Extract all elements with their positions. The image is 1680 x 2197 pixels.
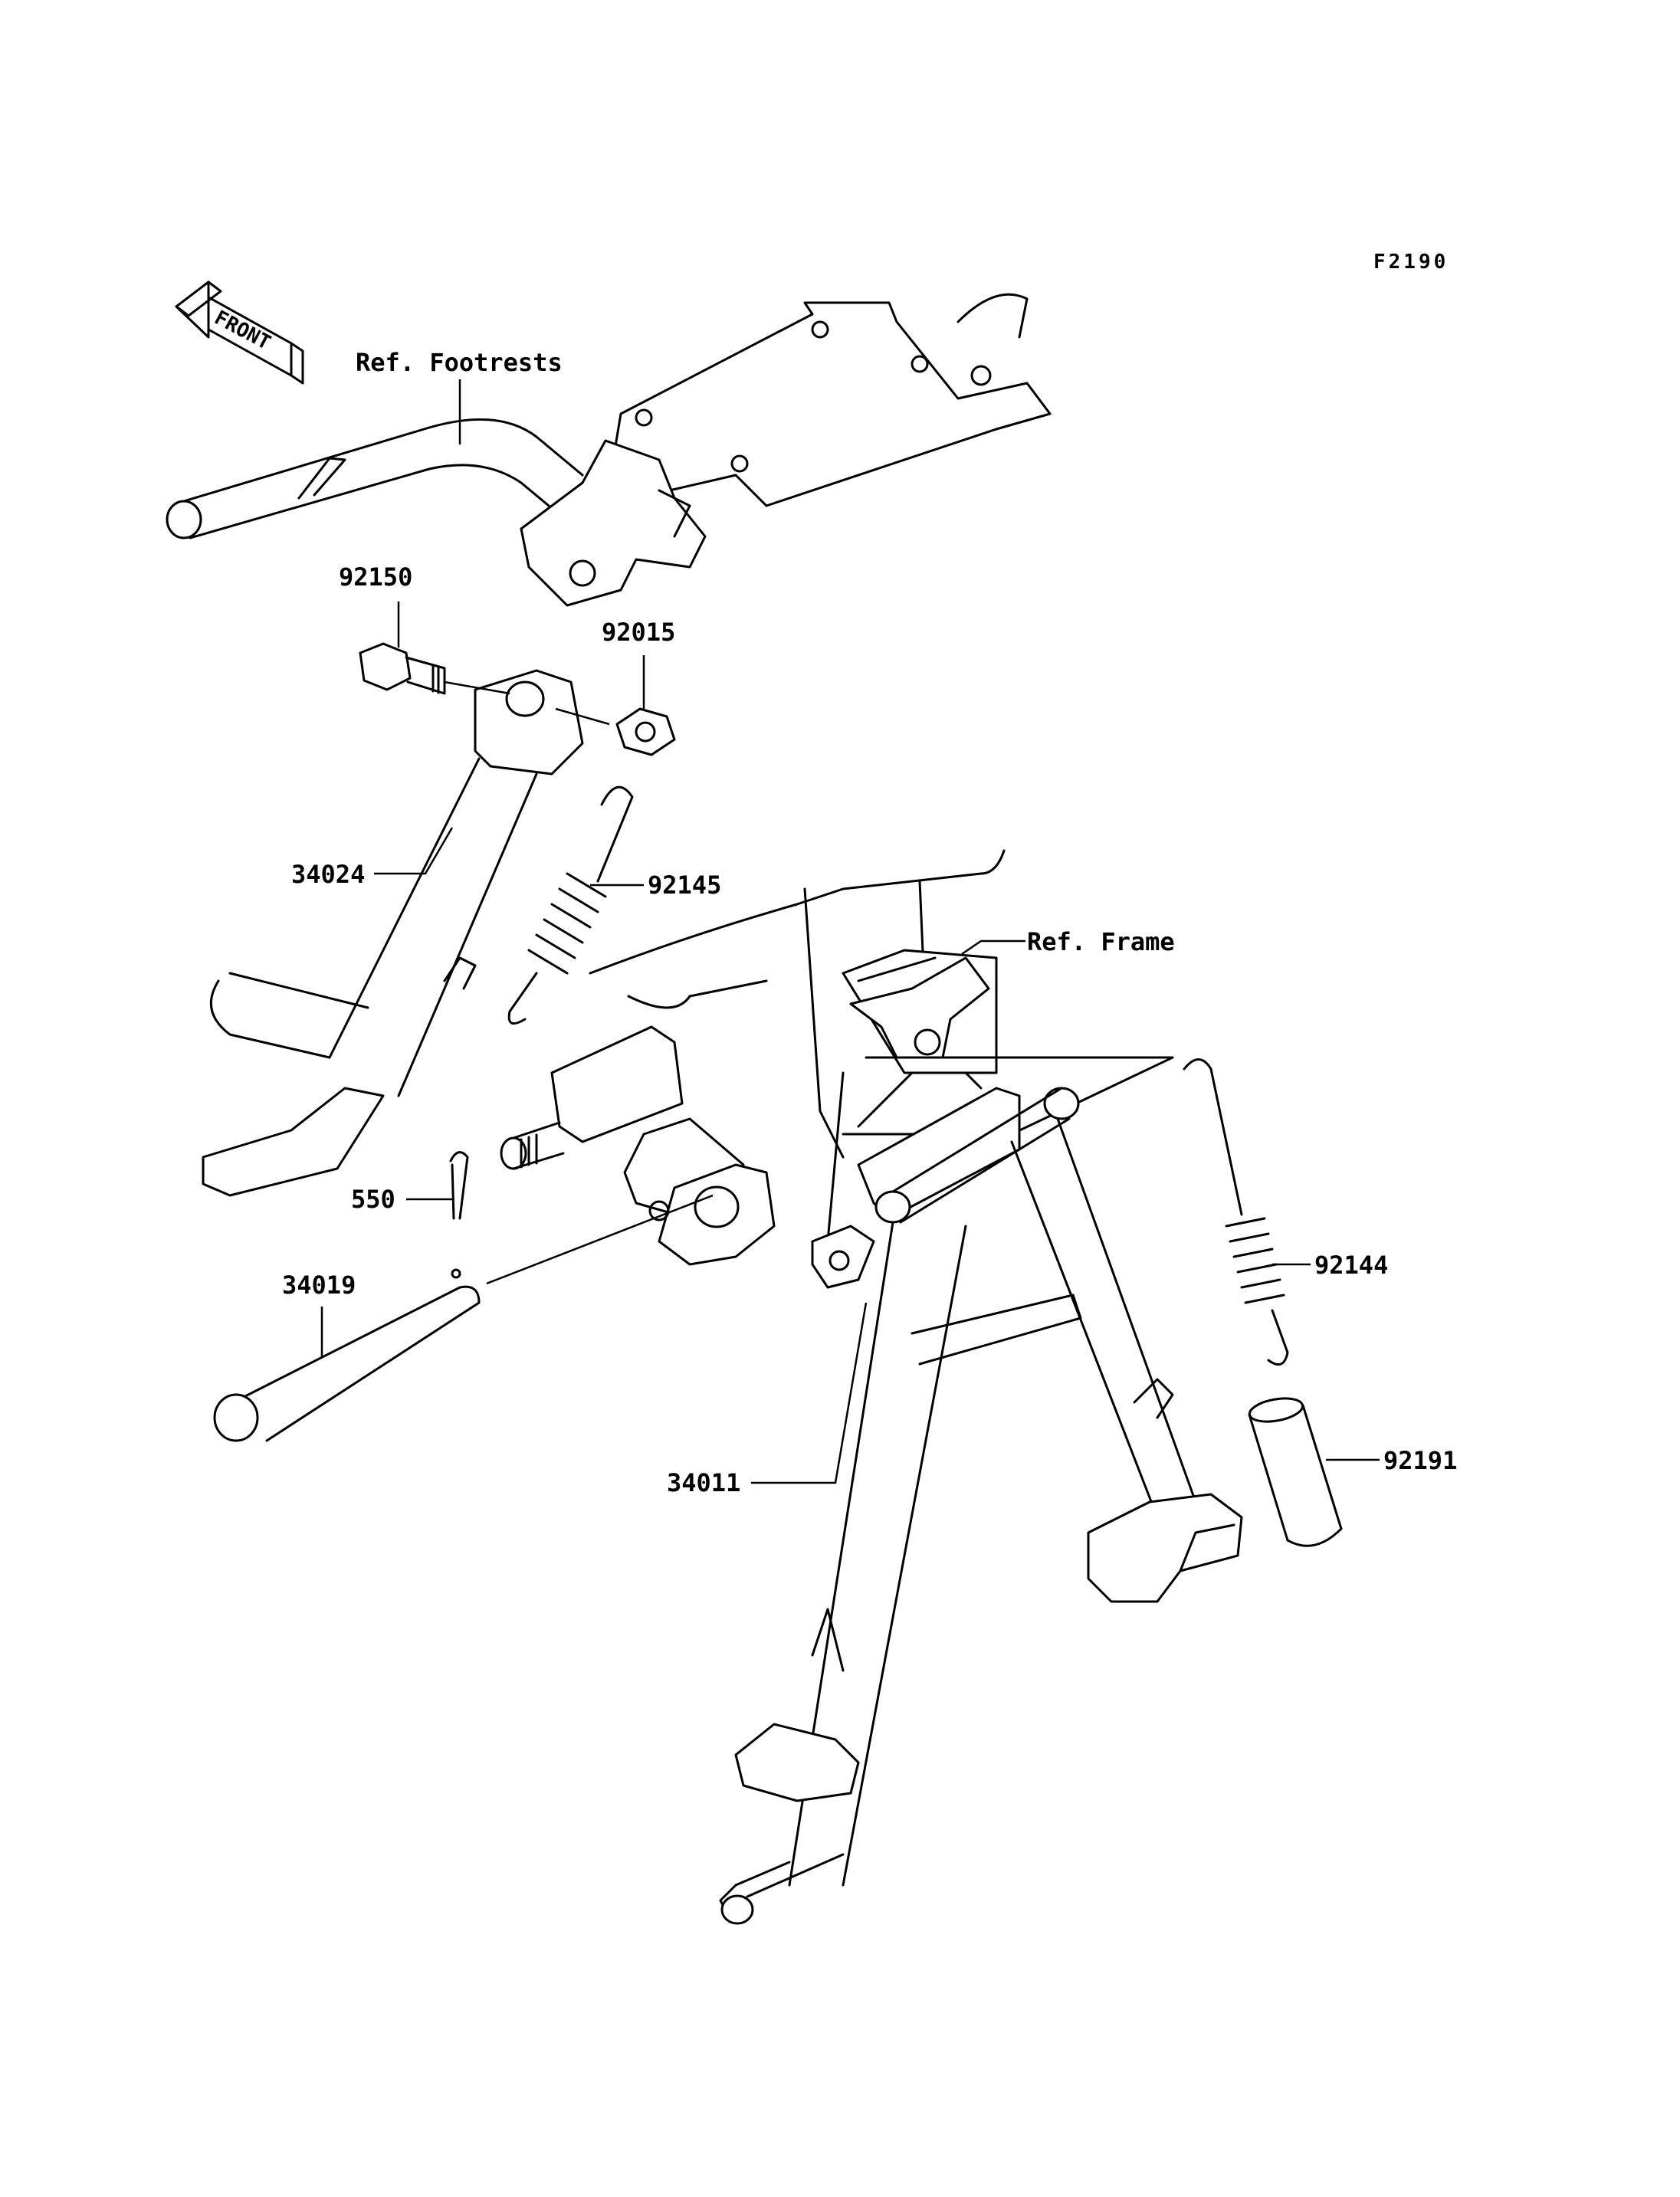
- callout-bolt: 92150: [339, 562, 412, 592]
- center-stand: [719, 1087, 1243, 1925]
- callout-side-stand-spring: 92145: [648, 871, 721, 900]
- leader-lines: [320, 379, 1380, 1484]
- ref-footrests-label: Ref. Footrests: [356, 348, 563, 377]
- callout-side-stand: 34024: [291, 860, 365, 889]
- side-stand-spring: [507, 785, 634, 1025]
- side-stand: [202, 669, 584, 1197]
- collar: [1248, 1397, 1343, 1547]
- bolt-92150: [359, 642, 446, 695]
- pivot-bracket: [623, 1117, 776, 1266]
- pivot-shaft: [213, 1268, 481, 1442]
- frame-section: [589, 849, 1174, 1243]
- cotter-pin: [449, 1151, 469, 1220]
- nut-92015: [615, 707, 676, 756]
- callout-collar: 92191: [1383, 1446, 1457, 1475]
- callout-center-stand-spring: 92144: [1314, 1251, 1388, 1280]
- callout-cotter-pin: 550: [351, 1185, 395, 1214]
- pivot-stub-shaft: [500, 1025, 684, 1170]
- front-direction-arrow: FRONT: [175, 280, 304, 385]
- center-stand-spring: [1183, 1058, 1289, 1366]
- callout-nut: 92015: [602, 618, 675, 647]
- callout-center-stand: 34011: [667, 1468, 740, 1497]
- ref-frame-label: Ref. Frame: [1027, 927, 1175, 956]
- figure-code: F2190: [1373, 251, 1449, 274]
- callout-pivot-shaft: 34019: [282, 1271, 356, 1300]
- footrest-bar: [166, 418, 584, 539]
- footrest-bracket: [520, 293, 1052, 607]
